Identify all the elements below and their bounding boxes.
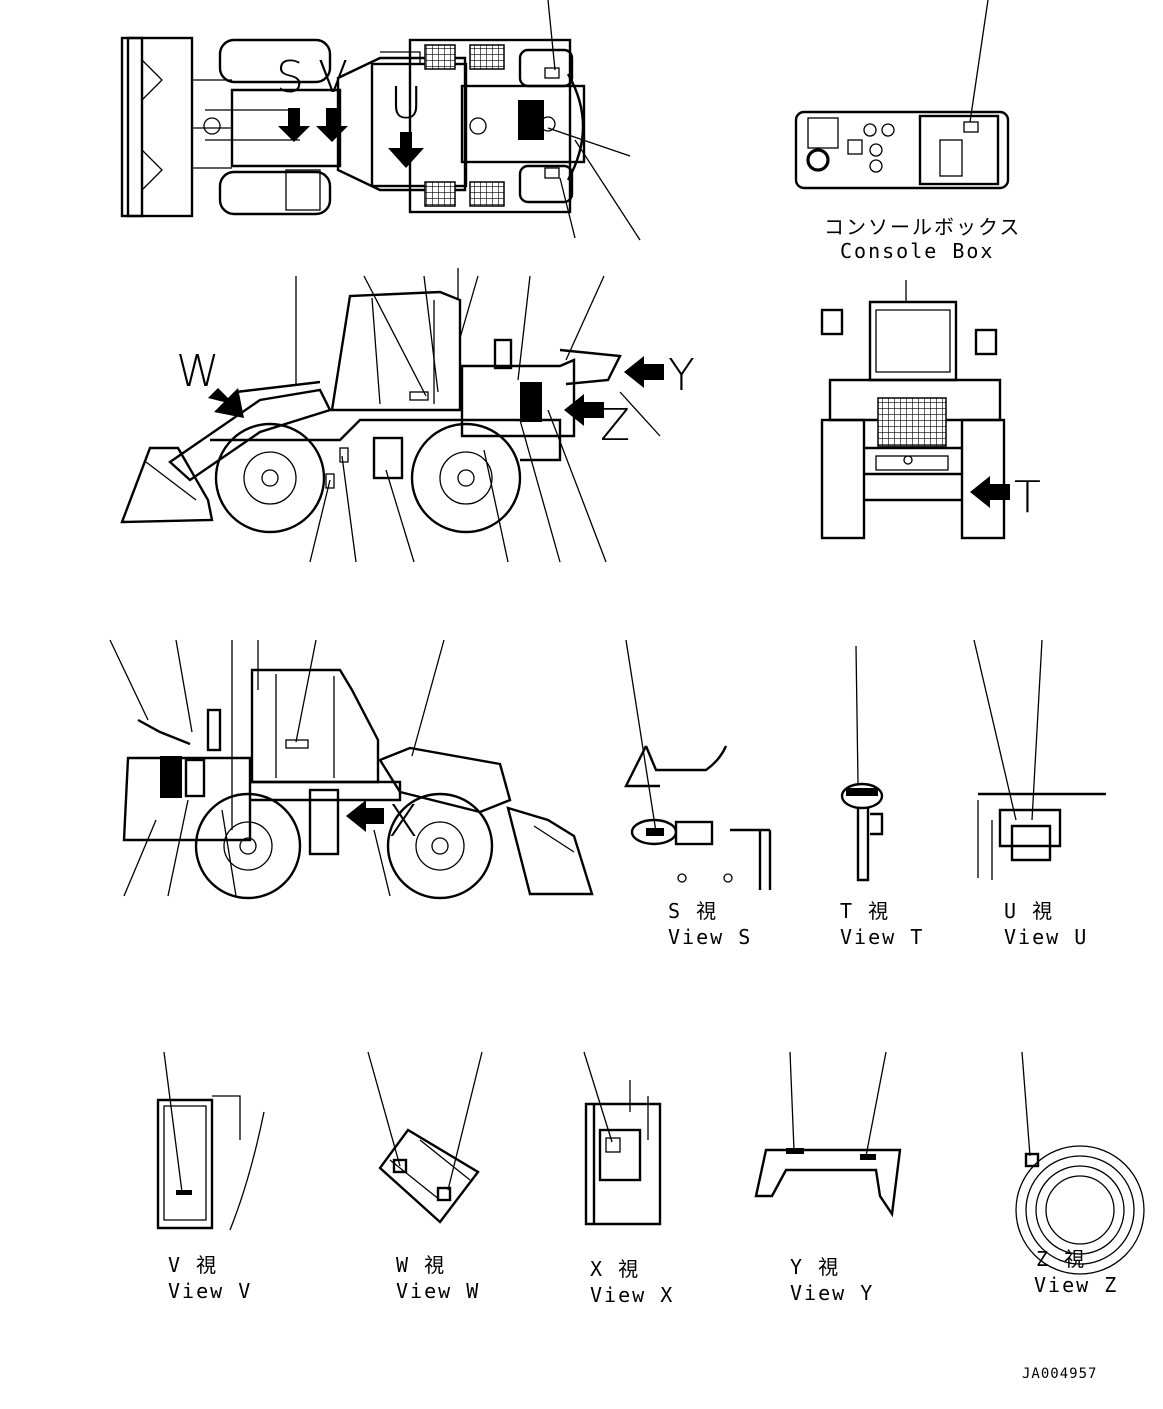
top-view-drawing <box>120 0 641 241</box>
right-side-view-drawing <box>109 639 594 900</box>
view-s-caption-en: View S <box>668 925 752 949</box>
arrow-x <box>346 800 384 832</box>
arrow-label-x: X <box>388 796 418 847</box>
rear-view-drawing <box>820 280 1006 540</box>
arrow-u-top <box>388 132 424 168</box>
arrow-label-z: Z <box>600 400 630 451</box>
arrow-s-top <box>278 108 310 142</box>
arrow-w <box>208 388 244 418</box>
arrow-label-w: W <box>176 346 220 397</box>
view-x-drawing <box>583 1051 662 1226</box>
view-s-caption-ja: S 視 <box>668 899 718 923</box>
arrow-t <box>970 476 1010 508</box>
view-t-caption-en: View T <box>840 925 924 949</box>
drawing-code: JA004957 <box>1022 1366 1097 1382</box>
arrow-y <box>624 356 664 388</box>
view-u-drawing <box>973 639 1106 880</box>
console-box-drawing <box>794 0 1010 190</box>
arrow-v-top <box>316 108 348 142</box>
view-v-drawing <box>156 1051 265 1231</box>
view-y-caption-ja: Y 視 <box>790 1255 840 1279</box>
console-label-en: Console Box <box>840 239 994 263</box>
view-y-caption-en: View Y <box>790 1281 874 1305</box>
arrow-label-s: S <box>276 52 304 103</box>
view-z-caption-en: View Z <box>1034 1273 1118 1297</box>
view-z-drawing <box>1015 1051 1145 1275</box>
view-w-caption-en: View W <box>396 1279 480 1303</box>
view-y-drawing <box>754 1051 902 1218</box>
view-x-caption-ja: X 視 <box>590 1257 640 1281</box>
view-v-caption-ja: V 視 <box>168 1253 218 1277</box>
view-x-caption-en: View X <box>590 1283 674 1307</box>
arrow-z <box>564 394 604 426</box>
arrow-label-y: Y <box>668 350 695 401</box>
view-u-caption-en: View U <box>1004 925 1088 949</box>
view-t-drawing <box>840 645 884 882</box>
view-t-caption-ja: T 視 <box>840 899 890 923</box>
view-v-caption-en: View V <box>168 1279 252 1303</box>
view-z-caption-ja: Z 視 <box>1036 1247 1086 1271</box>
view-w-caption-ja: W 視 <box>396 1253 446 1277</box>
view-w-drawing <box>367 1051 483 1224</box>
view-s-drawing <box>624 639 772 890</box>
left-side-view-drawing <box>120 268 661 563</box>
arrow-label-v: V <box>318 52 348 103</box>
view-u-caption-ja: U 視 <box>1004 899 1054 923</box>
arrow-label-u: U <box>390 78 422 129</box>
arrow-label-t: T <box>1014 472 1041 523</box>
console-label-ja: コンソールボックス <box>824 215 1021 239</box>
